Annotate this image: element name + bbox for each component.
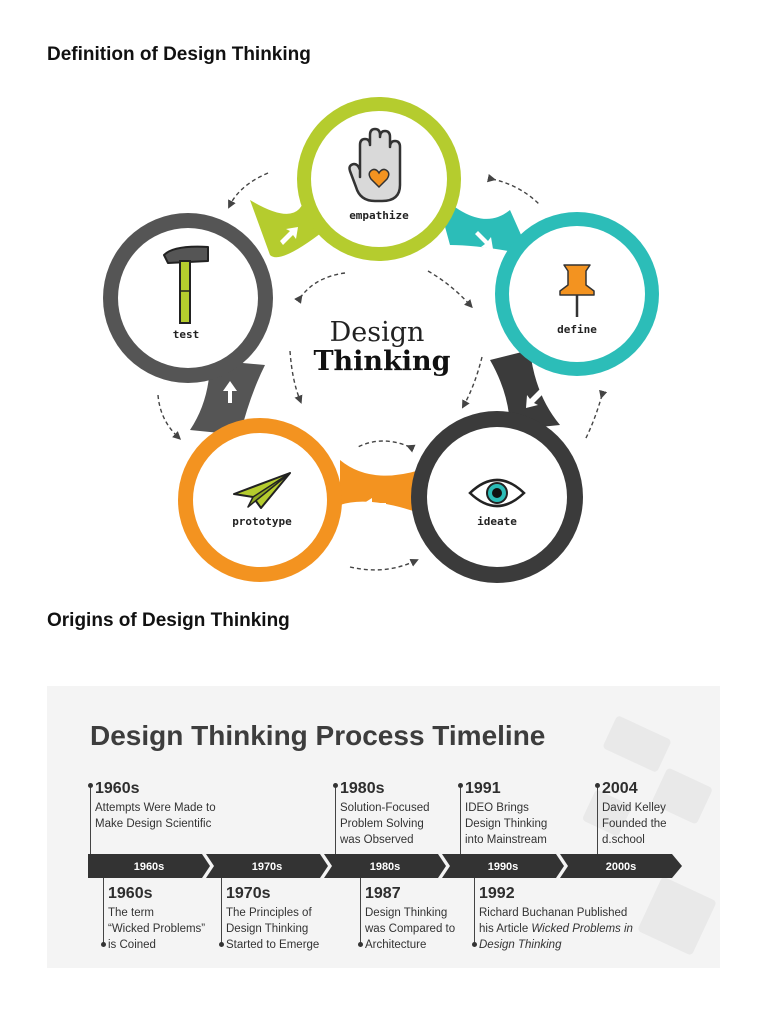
eye-icon [468,478,526,508]
timeline-title: Design Thinking Process Timeline [90,720,546,751]
decade-label: 1970s [252,861,283,873]
event-year: 1992 [479,885,515,902]
decade-segment [324,854,446,878]
origins-heading: Origins of Design Thinking [47,610,290,631]
background-decoration [602,715,672,773]
event-year: 1960s [108,885,153,902]
hand-heart-icon [348,127,402,203]
timeline-stem [597,786,598,854]
timeline-dot [88,783,93,788]
event-year: 1987 [365,885,401,902]
connector-empathize-define [435,190,530,255]
stage-ideate: ideate [411,411,583,583]
timeline-dot [358,942,363,947]
timeline-stem [460,786,461,854]
decade-bar: 1960s 1970s 1980s 1990s 2000s [88,854,682,878]
dashed-flow-arrows [157,172,608,571]
decade-label: 1980s [370,861,401,873]
flow-arrows [223,227,544,512]
arrow-test-to-empathize [280,227,298,245]
timeline-stem [335,786,336,854]
event-desc-line1: Richard Buchanan Published [479,907,628,919]
decade-segment [206,854,328,878]
event-year: 1960s [95,780,140,797]
decade-segment [560,854,682,878]
event-description: IDEO Brings Design Thinking into Mainstr… [465,802,548,846]
decade-segment [88,854,210,878]
timeline-dot [595,783,600,788]
decade-label: 1960s [134,861,165,873]
timeline-event-top: 2004 David Kelley Founded the d.school [602,779,667,848]
paper-plane-icon [233,472,291,509]
stage-label-test: test [173,328,200,341]
timeline-dot [333,783,338,788]
event-year: 2004 [602,780,638,797]
arrow-define-to-ideate [526,389,544,408]
event-description: David Kelley Founded the d.school [602,802,667,846]
article-title-part2: Design Thinking [479,939,562,951]
connector-ideate-prototype [340,460,425,515]
event-year: 1970s [226,885,271,902]
timeline-event-bottom: 1970s The Principles of Design Thinking … [226,884,319,953]
timeline-event-top: 1960s Attempts Were Made to Make Design … [95,779,216,832]
timeline-dot [458,783,463,788]
center-title-line1: Design [330,317,425,348]
timeline-event-top: 1991 IDEO Brings Design Thinking into Ma… [465,779,547,848]
timeline-stem [221,878,222,944]
event-description: Solution-Focused Problem Solving was Obs… [340,802,430,846]
event-description: Design Thinking was Compared to Architec… [365,907,456,951]
stage-test: test [103,213,273,383]
stage-prototype: prototype [178,418,342,582]
stage-empathize: empathize [297,97,461,261]
event-description: The Principles of Design Thinking Starte… [226,907,320,951]
stage-label-define: define [557,323,597,336]
timeline-event-top: 1980s Solution-Focused Problem Solving w… [340,779,430,848]
event-year: 1980s [340,780,385,797]
decade-label: 2000s [606,861,637,873]
stage-label-prototype: prototype [232,515,292,528]
background-decoration [637,876,717,956]
decade-label: 1990s [488,861,519,873]
center-title-line2: Thinking [313,346,450,377]
arrow-prototype-to-test [223,381,237,403]
decade-segment [442,854,564,878]
timeline-dot [101,942,106,947]
timeline-event-bottom: 1960s The term “Wicked Problems” is Coin… [108,884,205,953]
timeline-stem [103,878,104,944]
event-description: Richard Buchanan Published his Article W… [479,905,633,953]
definition-heading: Definition of Design Thinking [47,44,311,65]
hammer-icon [163,245,209,324]
stage-label-empathize: empathize [349,209,409,222]
event-description: The term “Wicked Problems” is Coined [108,907,206,951]
timeline-stem [474,878,475,944]
timeline-infographic: Design Thinking Process Timeline 1960s A… [47,686,720,968]
article-title-part1: Wicked Problems in [531,923,633,935]
arrow-empathize-to-define [475,231,493,249]
arrow-ideate-to-prototype [361,498,386,512]
event-description: Attempts Were Made to Make Design Scient… [95,802,216,830]
event-desc-prefix: his Article [479,923,532,935]
event-year: 1991 [465,780,501,797]
timeline-event-bottom: 1992 Richard Buchanan Published his Arti… [479,884,633,953]
connector-prototype-test [190,360,265,435]
timeline-stem [90,786,91,854]
timeline-dot [472,942,477,947]
timeline-dot [219,942,224,947]
timeline-stem [360,878,361,944]
stage-label-ideate: ideate [477,515,517,528]
pushpin-icon [559,264,595,317]
stage-define: define [495,212,659,376]
design-thinking-cycle-diagram: empathize define ideate prototype [103,97,659,583]
timeline-event-bottom: 1987 Design Thinking was Compared to Arc… [365,884,455,953]
connector-define-ideate [490,350,560,430]
